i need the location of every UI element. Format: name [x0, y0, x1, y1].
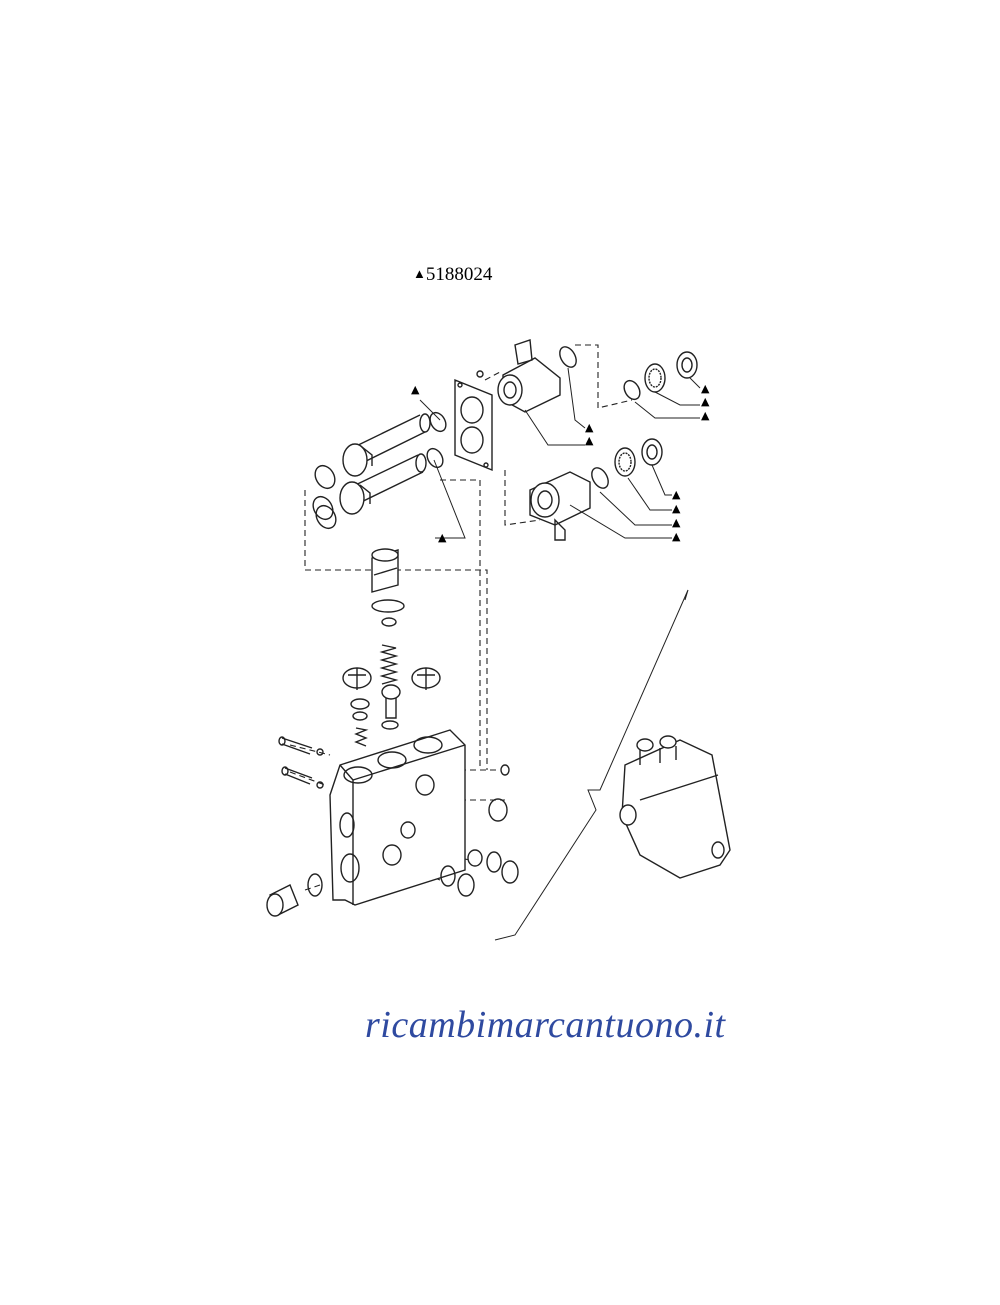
- site-watermark: ricambimarcantuono.it: [365, 1004, 726, 1046]
- o-ring: [426, 447, 444, 469]
- kit-marker-icon: ▲: [413, 266, 426, 281]
- kit-part-number: 5188024: [425, 264, 493, 285]
- gasket-plate: [454, 378, 493, 472]
- callout-marker: ▲: [701, 382, 710, 395]
- callout-marker: ▲: [672, 530, 681, 543]
- callout-marker: ▲: [672, 516, 681, 529]
- callout-marker: ▲: [701, 409, 710, 422]
- leader-lines: [419, 367, 701, 941]
- bevel-gear-right: [411, 667, 441, 690]
- callout-marker: ▲: [411, 383, 420, 396]
- circlip: [352, 711, 368, 721]
- callout-marker: ▲: [672, 502, 681, 515]
- valve-body: [329, 729, 466, 906]
- callout-marker: ▲: [701, 395, 710, 408]
- o-ring: [457, 873, 475, 897]
- circlip: [381, 720, 399, 730]
- o-ring: [501, 860, 519, 884]
- gear-ring: [614, 447, 636, 477]
- spring: [379, 644, 399, 685]
- o-ring: [440, 865, 456, 887]
- callout-marker: ▲: [672, 488, 681, 501]
- circlip: [381, 617, 397, 627]
- kit-part-number-label: ▲5188024: [413, 264, 492, 286]
- o-ring: [371, 599, 405, 613]
- callout-marker: ▲: [438, 531, 447, 544]
- assembled-valve-view: [619, 735, 731, 879]
- o-ring: [500, 764, 510, 776]
- o-ring: [559, 346, 577, 368]
- callout-markers: ▲ ▲ ▲ ▲ ▲ ▲ ▲ ▲ ▲ ▲ ▲: [411, 382, 710, 544]
- o-ring: [307, 873, 323, 897]
- threaded-plug: [266, 884, 299, 917]
- cap-ring: [641, 438, 663, 466]
- o-ring: [429, 411, 447, 433]
- spool-upper: [342, 413, 431, 477]
- bolt-lower: [281, 766, 324, 789]
- o-ring: [350, 698, 370, 710]
- spool-lower: [339, 453, 427, 515]
- o-ring: [623, 379, 641, 401]
- relief-valve-cap: [371, 548, 399, 593]
- plug: [467, 849, 483, 867]
- o-ring: [486, 851, 502, 873]
- bevel-gear-left: [342, 667, 372, 690]
- o-ring: [488, 798, 508, 822]
- cap-ring: [676, 351, 698, 379]
- o-ring: [314, 464, 336, 490]
- o-ring: [312, 495, 334, 521]
- cylinder-housing-lower: [529, 471, 591, 541]
- gear-ring: [644, 363, 666, 393]
- spring-small: [354, 727, 369, 747]
- callout-marker: ▲: [585, 434, 594, 447]
- cylinder-housing-upper: [476, 339, 561, 413]
- poppet-valve: [381, 684, 401, 719]
- o-ring: [315, 504, 337, 530]
- o-ring: [591, 467, 609, 489]
- bolt-upper: [278, 736, 324, 756]
- callout-marker: ▲: [585, 421, 594, 434]
